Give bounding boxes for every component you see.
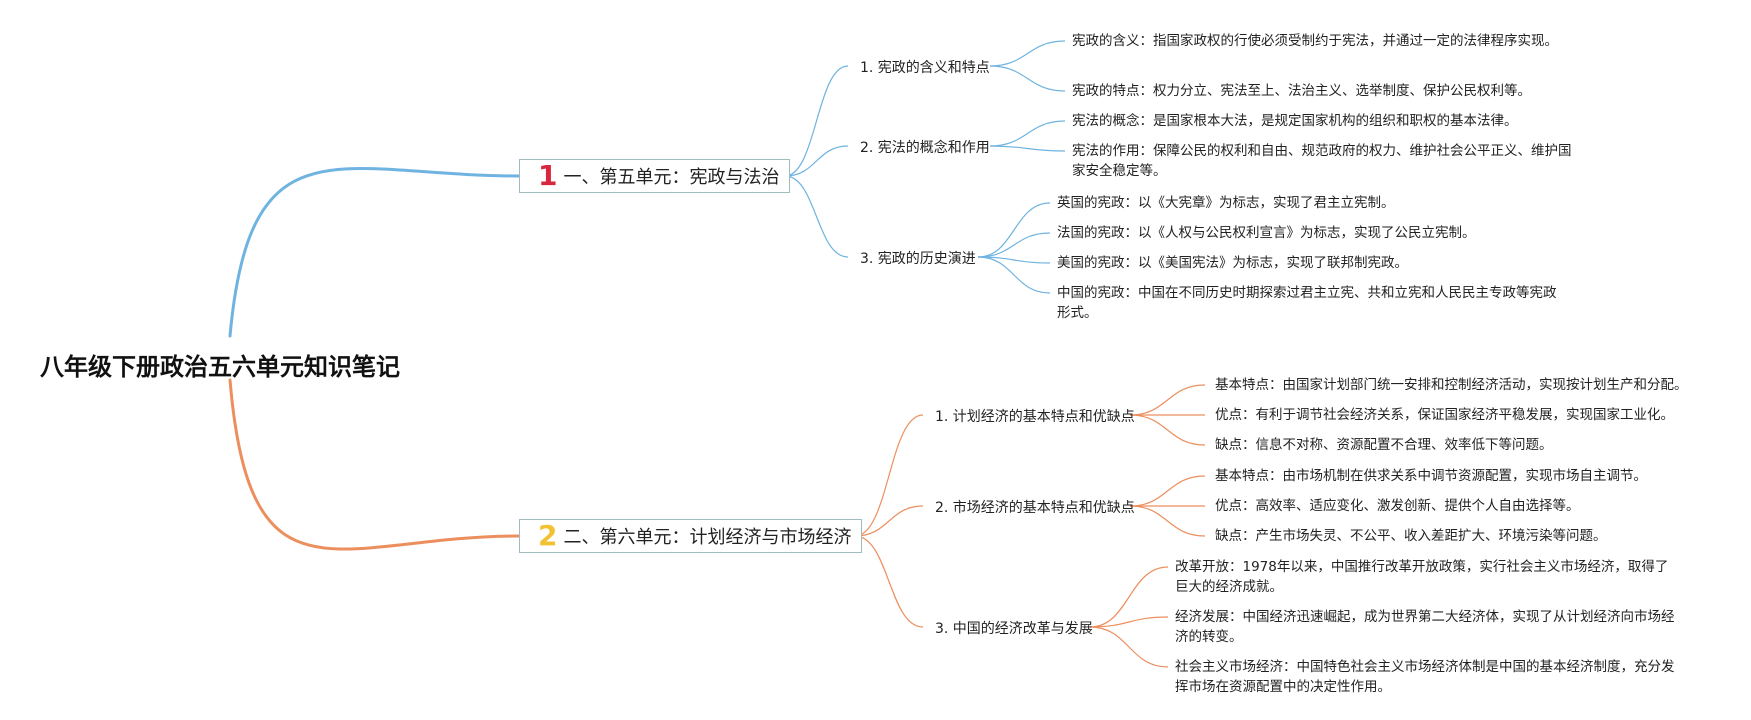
unit-5-label: 一、第五单元：宪政与法治 <box>563 167 780 188</box>
leaf-link <box>1129 505 1206 537</box>
topic-constitution-concept[interactable]: 2. 宪法的概念和作用 <box>860 140 990 156</box>
leaf-note: 优点：有利于调节社会经济关系，保证国家经济平稳发展，实现国家工业化。 <box>1215 407 1674 423</box>
leaf-note: 缺点：产生市场失灵、不公平、收入差距扩大、环境污染等问题。 <box>1215 528 1607 544</box>
root-branch-unit-6 <box>228 378 521 551</box>
leaf-link <box>977 256 1051 264</box>
leaf-link <box>1089 616 1169 628</box>
leaf-note: 宪政的含义：指国家政权的行使必须受制约于宪法，并通过一定的法律程序实现。 <box>1072 33 1558 49</box>
leaf-note: 中国的宪政：中国在不同历史时期探索过君主立宪、共和立宪和人民民主专政等宪政形式。 <box>1057 285 1557 321</box>
unit-5-node[interactable]: 1 一、第五单元：宪政与法治 <box>519 159 791 193</box>
leaf-link <box>1089 626 1169 668</box>
leaf-note: 宪法的概念：是国家根本大法，是规定国家机构的组织和职权的基本法律。 <box>1072 113 1518 129</box>
mindmap-root-title: 八年级下册政治五六单元知识笔记 <box>40 353 400 381</box>
unit-6-node[interactable]: 2 二、第六单元：计划经济与市场经济 <box>519 519 863 553</box>
leaf-link <box>989 145 1066 152</box>
unit-number-2: 2 <box>538 519 558 552</box>
leaf-note: 基本特点：由国家计划部门统一安排和控制经济活动，实现按计划生产和分配。 <box>1215 377 1688 393</box>
root-branch-unit-5 <box>228 167 521 338</box>
leaf-link <box>977 232 1051 258</box>
leaf-link <box>1129 475 1206 507</box>
leaf-link <box>977 256 1051 294</box>
topic-market-economy[interactable]: 2. 市场经济的基本特点和优缺点 <box>935 500 1135 516</box>
leaf-link <box>1089 566 1169 628</box>
leaf-note: 美国的宪政：以《美国宪法》为标志，实现了联邦制宪政。 <box>1057 255 1408 271</box>
leaf-link <box>989 120 1066 147</box>
unit-5-topic-link <box>784 65 849 177</box>
unit-6-topic-link <box>854 535 924 628</box>
leaf-link <box>989 40 1066 67</box>
leaf-note: 法国的宪政：以《人权与公民权利宣言》为标志，实现了公民立宪制。 <box>1057 225 1476 241</box>
leaf-note: 社会主义市场经济：中国特色社会主义市场经济体制是中国的基本经济制度，充分发挥市场… <box>1175 659 1675 695</box>
leaf-link <box>977 202 1051 258</box>
unit-6-label: 二、第六单元：计划经济与市场经济 <box>563 527 852 548</box>
leaf-note: 英国的宪政：以《大宪章》为标志，实现了君主立宪制。 <box>1057 195 1395 211</box>
leaf-note: 优点：高效率、适应变化、激发创新、提供个人自由选择等。 <box>1215 498 1580 514</box>
topic-china-economic-reform[interactable]: 3. 中国的经济改革与发展 <box>935 621 1093 637</box>
unit-5-topic-link <box>784 145 849 177</box>
topic-constitutionalism-history[interactable]: 3. 宪政的历史演进 <box>860 251 976 267</box>
unit-6-topic-link <box>854 414 924 537</box>
topic-constitutionalism-meaning[interactable]: 1. 宪政的含义和特点 <box>860 60 990 76</box>
unit-number-1: 1 <box>538 159 558 192</box>
leaf-link <box>1129 384 1206 416</box>
leaf-link <box>989 65 1066 92</box>
topic-planned-economy[interactable]: 1. 计划经济的基本特点和优缺点 <box>935 409 1135 425</box>
unit-5-topic-link <box>784 175 849 258</box>
leaf-note: 宪政的特点：权力分立、宪法至上、法治主义、选举制度、保护公民权利等。 <box>1072 83 1531 99</box>
leaf-note: 基本特点：由市场机制在供求关系中调节资源配置，实现市场自主调节。 <box>1215 468 1647 484</box>
leaf-note: 经济发展：中国经济迅速崛起，成为世界第二大经济体，实现了从计划经济向市场经济的转… <box>1175 609 1675 645</box>
leaf-note: 宪法的作用：保障公民的权利和自由、规范政府的权力、维护社会公平正义、维护国家安全… <box>1072 143 1572 179</box>
unit-6-topic-link <box>854 505 924 537</box>
leaf-link <box>1129 414 1206 446</box>
leaf-note: 缺点：信息不对称、资源配置不合理、效率低下等问题。 <box>1215 437 1553 453</box>
leaf-note: 改革开放：1978年以来，中国推行改革开放政策，实行社会主义市场经济，取得了巨大… <box>1175 559 1669 595</box>
